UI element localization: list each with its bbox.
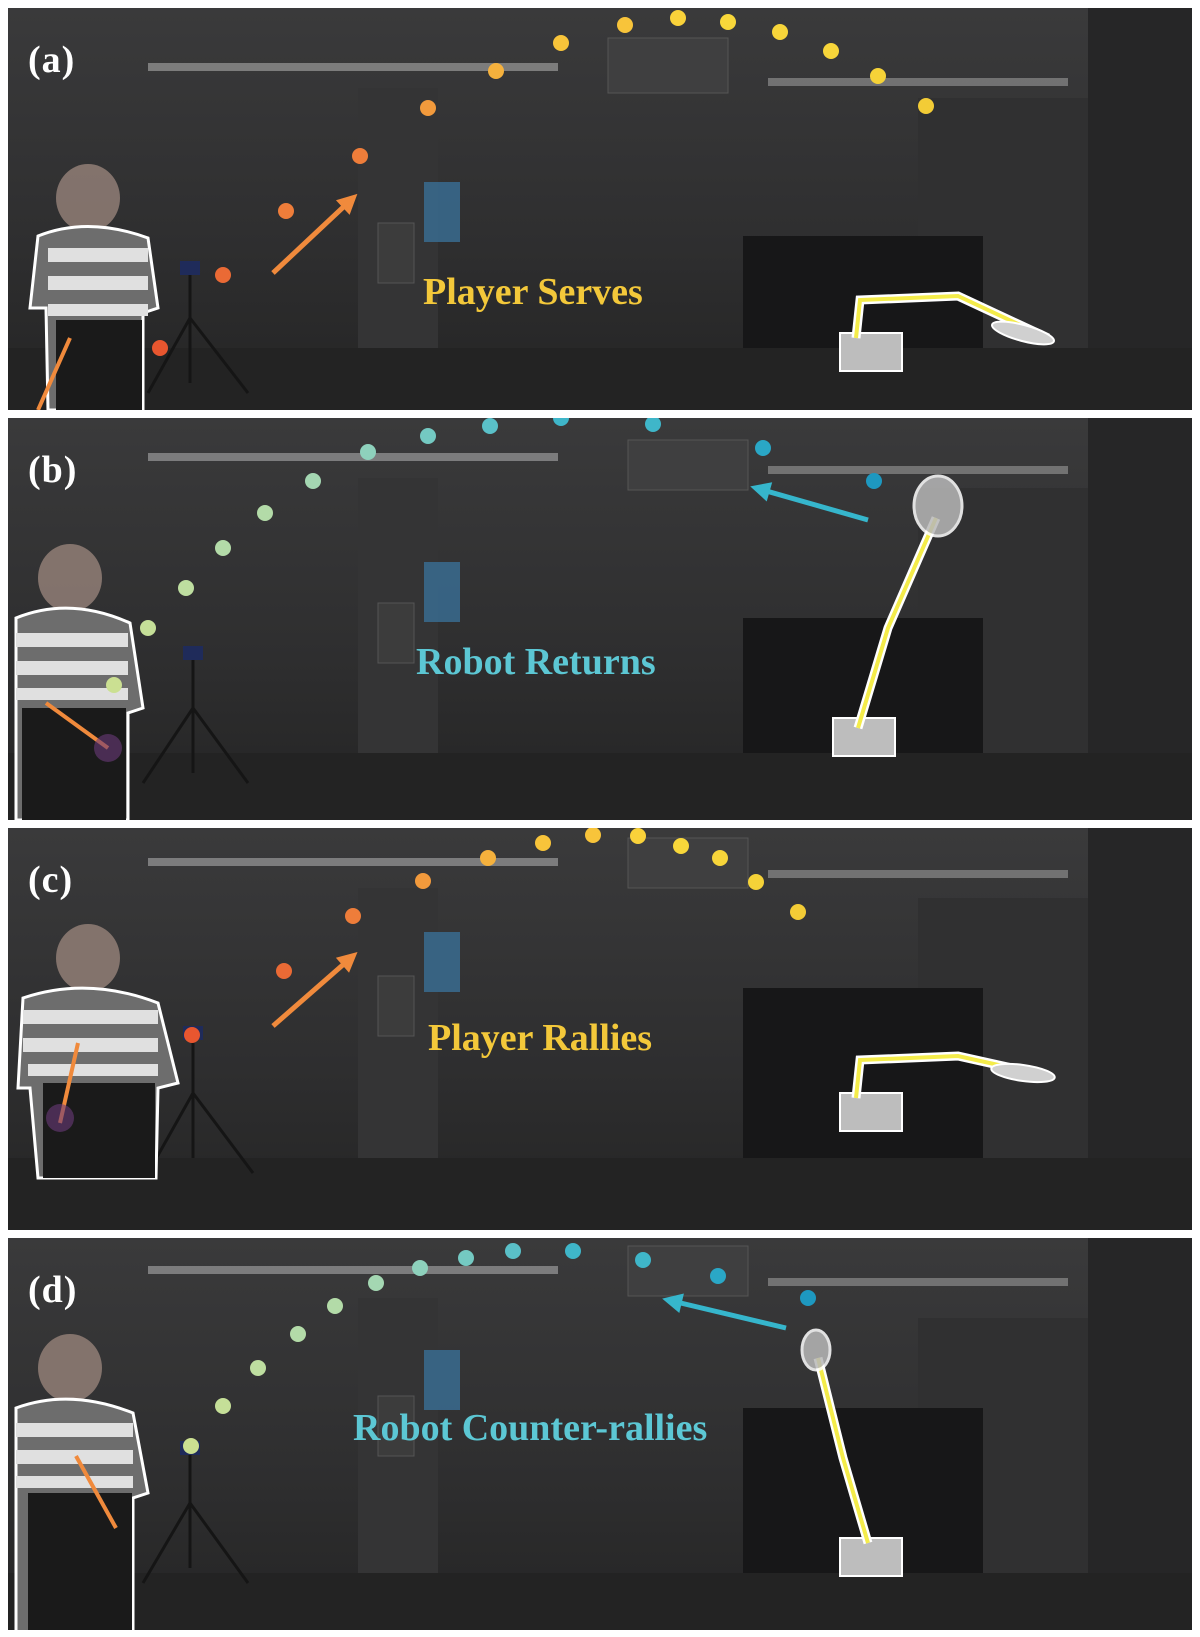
robot-arm: [832, 474, 964, 757]
robot-arm: [839, 291, 1055, 372]
panel-player-rallies: (c) Player Rallies: [8, 828, 1192, 1230]
shuttle-position-dot: [140, 620, 156, 636]
shuttle-position-dot: [720, 14, 736, 30]
shuttle-position-dot: [755, 440, 771, 456]
panel-caption: Robot Returns: [416, 641, 656, 683]
room-scene: [8, 828, 1192, 1230]
shuttle-position-dot: [635, 1252, 651, 1268]
motion-arrow-head: [750, 482, 773, 502]
shuttle-position-dot: [488, 63, 504, 79]
shuttle-position-dot: [250, 1360, 266, 1376]
shuttle-position-dot: [215, 540, 231, 556]
shuttle-position-dot: [790, 904, 806, 920]
panel-caption: Player Rallies: [428, 1017, 653, 1059]
shuttle-position-dot: [458, 1250, 474, 1266]
shuttle-position-dot: [866, 473, 882, 489]
motion-arrow-head: [335, 952, 358, 973]
player-silhouette: [28, 164, 160, 410]
shuttle-position-dot: [183, 1438, 199, 1454]
panel-label: (d): [28, 1269, 78, 1311]
shuttle-position-dot: [565, 1243, 581, 1259]
shuttle-position-dot: [772, 24, 788, 40]
shuttle-position-dot: [630, 828, 646, 844]
shuttle-position-dot: [800, 1290, 816, 1306]
shuttle-position-dot: [535, 835, 551, 851]
shuttle-position-dot: [710, 1268, 726, 1284]
shuttle-position-dot: [276, 963, 292, 979]
shuttle-position-dot: [420, 428, 436, 444]
shuttle-position-dot: [184, 1027, 200, 1043]
shuttle-position-dot: [480, 850, 496, 866]
panel-robot-returns: (b) Robot Returns: [8, 418, 1192, 820]
shuttle-position-dot: [505, 1243, 521, 1259]
motion-arrow: [667, 1297, 787, 1331]
panel-caption: Player Serves: [423, 271, 643, 313]
robot-arm: [839, 1051, 1056, 1132]
shuttle-position-dot: [482, 418, 498, 434]
shuttle-position-dot: [215, 1398, 231, 1414]
shuttle-position-dot: [368, 1275, 384, 1291]
shuttle-position-dot: [918, 98, 934, 114]
panel-player-serves: (a) Player Serves: [8, 8, 1192, 410]
shuttle-position-dot: [412, 1260, 428, 1276]
room-scene: [8, 8, 1192, 410]
shuttle-position-dot: [712, 850, 728, 866]
shuttle-position-dot: [352, 148, 368, 164]
shuttle-position-dot: [748, 874, 764, 890]
shuttle-trajectory: [8, 828, 1192, 1230]
shuttle-position-dot: [553, 418, 569, 426]
panel-robot-counter-rallies: (d) Robot Counter-rallies: [8, 1238, 1192, 1630]
shuttle-position-dot: [585, 828, 601, 843]
shuttle-position-dot: [305, 473, 321, 489]
shuttle-position-dot: [178, 580, 194, 596]
panel-label: (c): [28, 859, 74, 901]
shuttle-position-dot: [345, 908, 361, 924]
shuttle-position-dot: [617, 17, 633, 33]
shuttle-position-dot: [645, 418, 661, 432]
shuttle-position-dot: [673, 838, 689, 854]
shuttle-position-dot: [327, 1298, 343, 1314]
motion-arrow-head: [335, 193, 358, 215]
shuttle-position-dot: [870, 68, 886, 84]
shuttle-position-dot: [823, 43, 839, 59]
shuttle-position-dot: [106, 677, 122, 693]
shuttle-position-dot: [415, 873, 431, 889]
shuttle-trajectory: [8, 8, 1192, 410]
shuttle-trajectory: [8, 1238, 1192, 1630]
motion-arrow: [755, 485, 869, 523]
shuttle-position-dot: [290, 1326, 306, 1342]
shuttle-position-dot: [360, 444, 376, 460]
shuttle-position-dot: [278, 203, 294, 219]
robot-arm: [800, 1328, 903, 1577]
shuttle-position-dot: [553, 35, 569, 51]
panel-caption: Robot Counter-rallies: [353, 1407, 708, 1449]
shuttle-position-dot: [215, 267, 231, 283]
shuttle-position-dot: [420, 100, 436, 116]
motion-arrow: [271, 954, 355, 1028]
room-scene: [8, 418, 1192, 820]
shuttle-position-dot: [257, 505, 273, 521]
panel-label: (a): [28, 39, 76, 81]
shuttle-position-dot: [152, 340, 168, 356]
panel-label: (b): [28, 449, 78, 491]
shuttle-trajectory: [8, 418, 1192, 820]
player-silhouette: [14, 1334, 150, 1630]
motion-arrow-head: [662, 1293, 684, 1313]
motion-arrow: [271, 196, 355, 275]
shuttle-position-dot: [670, 10, 686, 26]
room-scene: [8, 1238, 1192, 1630]
player-silhouette: [14, 544, 145, 820]
